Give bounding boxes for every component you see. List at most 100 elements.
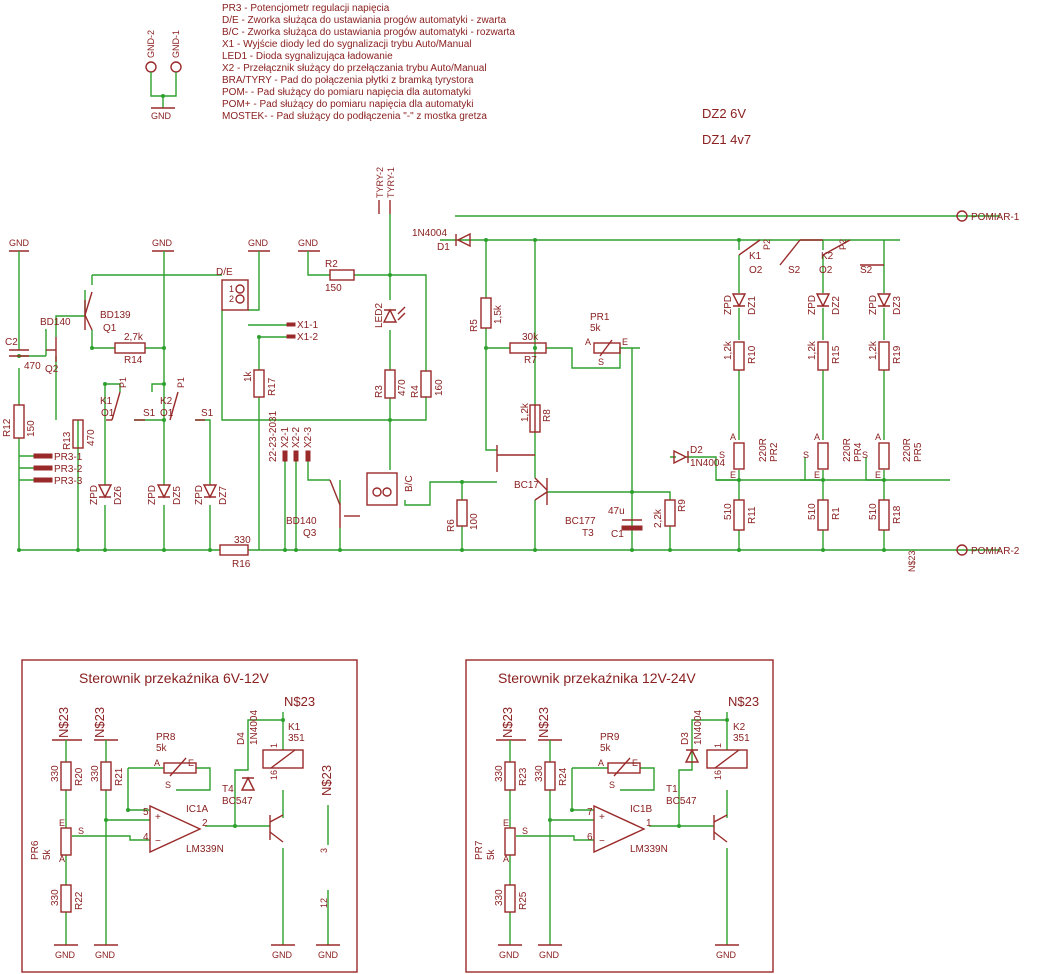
dz3[interactable] xyxy=(876,293,892,308)
r8[interactable] xyxy=(529,404,541,433)
svg-text:+: + xyxy=(599,812,605,823)
r330-label: 330 xyxy=(50,765,61,782)
gnd1-label: GND-1 xyxy=(171,30,181,58)
o1-label: O1 xyxy=(101,408,115,419)
wires-main xyxy=(18,214,1000,551)
ic1a[interactable] xyxy=(149,804,202,854)
pr6[interactable] xyxy=(60,827,72,856)
r12[interactable] xyxy=(13,404,25,439)
r1210-label: 1,2k xyxy=(807,340,818,360)
pr3-1-label: PR3-1 xyxy=(54,452,83,463)
legend-line-10: MOSTEK- - Pad służący do podłączenia "-"… xyxy=(222,111,487,122)
net-label: N$23 xyxy=(284,694,315,709)
pr2[interactable] xyxy=(733,442,745,470)
k1-relay[interactable] xyxy=(262,749,304,769)
r10[interactable] xyxy=(733,341,745,371)
s1-label: S1 xyxy=(201,408,214,419)
p2-label: P2 xyxy=(838,239,848,250)
s-label: S xyxy=(522,826,528,836)
d-label: D3 xyxy=(680,732,691,745)
r5[interactable] xyxy=(480,297,492,329)
de-jumper[interactable] xyxy=(221,279,249,311)
d4[interactable] xyxy=(240,776,256,791)
r2[interactable] xyxy=(329,269,355,281)
pr4-label: PR4 xyxy=(853,442,864,462)
bc-jumper[interactable] xyxy=(366,472,398,506)
zpd-label: ZPD xyxy=(89,485,100,505)
p2-label: P2 xyxy=(762,239,772,250)
dz2[interactable] xyxy=(815,293,831,308)
r19[interactable] xyxy=(878,341,890,371)
r25[interactable] xyxy=(504,884,516,913)
gnd-label: GND xyxy=(151,111,172,121)
a-label: A xyxy=(730,432,736,442)
svg-text:2: 2 xyxy=(229,294,234,304)
net-label: N$23 xyxy=(319,765,334,796)
pr5-label: PR5 xyxy=(913,442,924,462)
pr3-3-label: PR3-3 xyxy=(54,476,83,487)
pr4[interactable] xyxy=(817,442,829,470)
dz6[interactable] xyxy=(97,484,113,499)
ic1b[interactable] xyxy=(593,804,646,854)
p16-label: 16 xyxy=(269,770,279,780)
d3[interactable] xyxy=(684,748,700,763)
p2-label: 2 xyxy=(202,818,208,829)
r10-label: R10 xyxy=(747,345,758,364)
r23[interactable] xyxy=(504,761,516,791)
pr8[interactable] xyxy=(163,762,197,774)
svg-text:1: 1 xyxy=(229,284,234,294)
k2-relay[interactable] xyxy=(706,749,748,769)
r17[interactable] xyxy=(253,369,265,398)
r1[interactable] xyxy=(817,499,829,531)
r21[interactable] xyxy=(100,761,112,791)
p7-label: 7 xyxy=(587,807,593,818)
p1-label: P1 xyxy=(176,377,186,388)
kv-label: 351 xyxy=(288,733,305,744)
pomiar1-port[interactable] xyxy=(956,210,968,222)
pr9[interactable] xyxy=(607,762,641,774)
dz5[interactable] xyxy=(156,484,172,499)
d1[interactable] xyxy=(455,232,471,248)
e-label: E xyxy=(875,470,881,480)
r13[interactable] xyxy=(72,419,84,449)
r6[interactable] xyxy=(456,499,468,527)
tv-label: BC547 xyxy=(666,796,697,807)
r3[interactable] xyxy=(384,369,396,399)
led2[interactable] xyxy=(382,308,398,323)
r20[interactable] xyxy=(60,761,72,791)
o2-label: O2 xyxy=(819,265,833,276)
r9[interactable] xyxy=(664,499,676,527)
r15[interactable] xyxy=(817,341,829,371)
dz7[interactable] xyxy=(202,484,218,499)
pomiar2-port[interactable] xyxy=(956,544,968,556)
d2-value: 1N4004 xyxy=(690,458,725,469)
o1-label: O1 xyxy=(160,408,174,419)
box2-title: Sterownik przekaźnika 12V-24V xyxy=(498,670,696,686)
r11[interactable] xyxy=(733,499,745,531)
d2[interactable] xyxy=(673,449,689,465)
pr5[interactable] xyxy=(878,442,890,470)
a-label: A xyxy=(154,758,160,768)
dz1[interactable] xyxy=(731,293,747,308)
r18[interactable] xyxy=(878,499,890,531)
r9-label: R9 xyxy=(677,499,688,512)
pr7[interactable] xyxy=(504,827,516,856)
r22[interactable] xyxy=(60,884,72,913)
r4[interactable] xyxy=(420,370,432,398)
bc-label: B/C xyxy=(404,475,415,492)
r5-value: 1,5k xyxy=(493,304,504,324)
gnd-label: GND xyxy=(298,238,319,248)
r24[interactable] xyxy=(544,761,556,791)
pr1[interactable] xyxy=(593,342,621,354)
gnd1-pad[interactable] xyxy=(170,61,182,73)
e-label: E xyxy=(632,758,638,768)
a-label: A xyxy=(585,337,591,347)
gnd-label: GND xyxy=(716,950,737,960)
r16[interactable] xyxy=(219,544,249,556)
r13-label: R13 xyxy=(62,431,73,450)
s2-label: S2 xyxy=(788,265,801,276)
gnd2-pad[interactable] xyxy=(145,61,157,73)
r7[interactable] xyxy=(509,342,547,354)
r14[interactable] xyxy=(114,342,146,354)
r23-label: R23 xyxy=(518,767,529,786)
